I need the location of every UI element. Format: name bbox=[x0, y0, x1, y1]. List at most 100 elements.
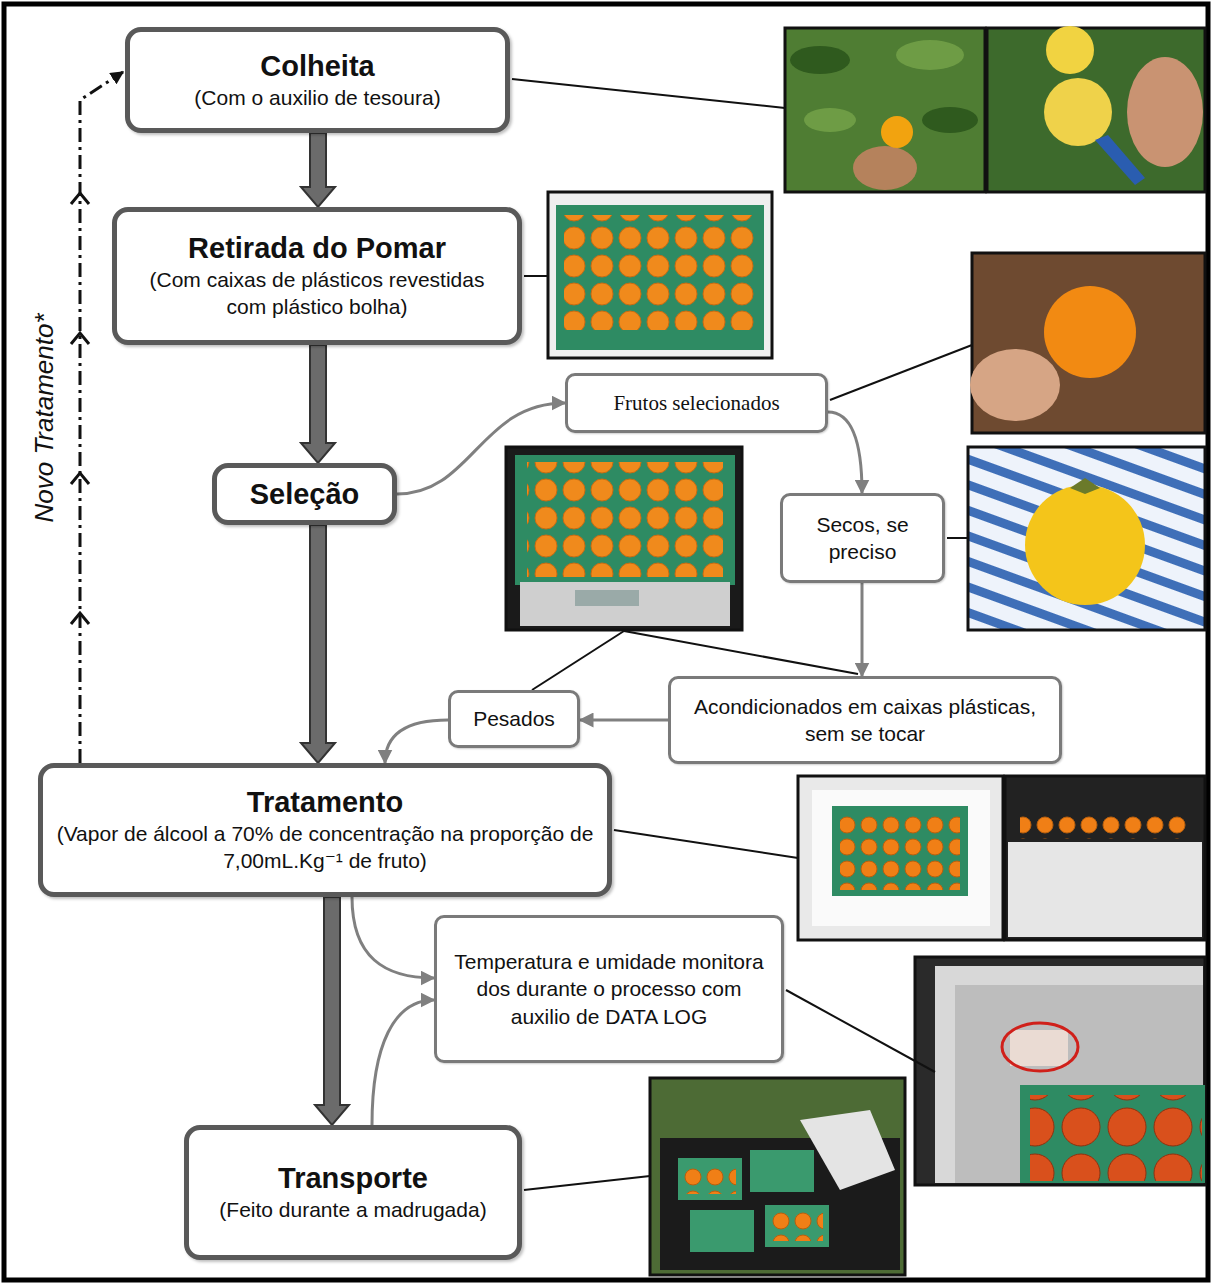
curved-arrow bbox=[397, 403, 565, 494]
block-arrow bbox=[315, 897, 349, 1125]
fruits bbox=[840, 812, 960, 890]
fruits bbox=[1020, 815, 1190, 839]
fruit bbox=[1044, 286, 1136, 378]
box-title: Transporte bbox=[278, 1161, 428, 1196]
leader-line bbox=[532, 631, 624, 690]
leader-line bbox=[524, 1176, 650, 1190]
photo-frame bbox=[548, 192, 772, 358]
leader-line bbox=[947, 537, 968, 539]
note-box: Temperatura e umidade monitora dos duran… bbox=[434, 915, 784, 1063]
box-text: (Vapor de álcool a 70% de concentração n… bbox=[55, 820, 595, 875]
leaf bbox=[922, 107, 978, 133]
scale-display bbox=[575, 590, 639, 606]
data-logger bbox=[1010, 1030, 1068, 1066]
box-text: Frutos selecionados bbox=[613, 390, 779, 416]
block-arrow-shape bbox=[301, 525, 335, 763]
step-box: Secos, se preciso bbox=[780, 493, 945, 583]
hand bbox=[1127, 57, 1203, 167]
step-box: Frutos selecionados bbox=[565, 373, 828, 433]
outer-frame bbox=[4, 4, 1208, 1280]
curved-arrow bbox=[385, 720, 448, 763]
connector-line bbox=[352, 897, 434, 978]
box-text: Pesados bbox=[473, 705, 555, 732]
treatment-photo bbox=[798, 776, 1205, 940]
curved-arrow bbox=[580, 720, 668, 721]
box-text: (Com o auxilio de tesoura) bbox=[194, 84, 440, 111]
hand bbox=[970, 349, 1060, 421]
crate bbox=[690, 1210, 754, 1252]
leader-line bbox=[524, 275, 548, 277]
box-text: (Feito durante a madrugada) bbox=[219, 1196, 486, 1223]
leaf bbox=[790, 46, 850, 74]
box-title: Seleção bbox=[250, 477, 360, 512]
fruit bbox=[1046, 26, 1094, 74]
block-arrow-shape bbox=[315, 897, 349, 1125]
leaf bbox=[896, 40, 964, 70]
dashed-return-arrow bbox=[71, 72, 123, 763]
leaf bbox=[804, 108, 856, 132]
curved-arrow bbox=[352, 897, 434, 978]
crate bbox=[1020, 1085, 1205, 1183]
cloth-cover bbox=[800, 1110, 895, 1190]
scale-photo bbox=[506, 447, 742, 630]
fruits bbox=[527, 462, 723, 577]
scale bbox=[520, 582, 730, 626]
fruit-in-hand-photo bbox=[970, 253, 1205, 433]
photo-frame bbox=[506, 447, 742, 630]
crate bbox=[765, 1205, 829, 1247]
photo-frame bbox=[785, 28, 985, 192]
curved-arrow bbox=[372, 1000, 434, 1125]
fruits bbox=[771, 1211, 823, 1241]
connector-line bbox=[397, 403, 565, 494]
crate bbox=[515, 455, 735, 585]
leader-line bbox=[624, 631, 858, 674]
box-text: Secos, se preciso bbox=[793, 511, 932, 566]
leader-line bbox=[512, 79, 785, 108]
box-wall bbox=[935, 966, 1203, 1183]
hand bbox=[853, 146, 917, 190]
process-box: Colheita(Com o auxilio de tesoura) bbox=[125, 27, 510, 133]
scissors bbox=[1095, 135, 1145, 185]
connector-line bbox=[80, 72, 123, 763]
photo-frame bbox=[798, 776, 1003, 940]
connector-line bbox=[580, 719, 668, 722]
connector-line bbox=[372, 1000, 434, 1125]
leader-line bbox=[786, 990, 935, 1072]
box-interior bbox=[955, 985, 1203, 1183]
fruits bbox=[684, 1164, 736, 1194]
process-box: Seleção bbox=[212, 463, 397, 525]
direction-chevron bbox=[71, 333, 89, 344]
process-box: Retirada do Pomar(Com caixas de plástico… bbox=[112, 207, 522, 345]
connector-line bbox=[861, 583, 864, 676]
box-title: Colheita bbox=[260, 49, 374, 84]
photo-frame bbox=[1005, 776, 1205, 940]
step-box: Pesados bbox=[448, 690, 580, 748]
connector-line bbox=[385, 720, 448, 763]
block-arrow-shape bbox=[301, 133, 335, 207]
fruit bbox=[881, 116, 913, 148]
box-text: (Com caixas de plásticos revestidas com … bbox=[129, 266, 505, 321]
dried-fruit-photo bbox=[968, 447, 1205, 630]
block-arrow bbox=[301, 345, 335, 463]
highlight-ellipse bbox=[1002, 1023, 1078, 1071]
photo-frame bbox=[968, 447, 1205, 630]
process-box: Tratamento(Vapor de álcool a 70% de conc… bbox=[38, 763, 612, 897]
leader-line bbox=[614, 830, 798, 858]
box-title: Retirada do Pomar bbox=[188, 231, 446, 266]
box-text: Temperatura e umidade monitora dos duran… bbox=[447, 948, 771, 1030]
box-title: Tratamento bbox=[247, 785, 403, 820]
fruit bbox=[1025, 485, 1145, 605]
photo-frame bbox=[650, 1078, 905, 1275]
photo-frame bbox=[987, 28, 1205, 192]
fruits bbox=[564, 215, 756, 330]
direction-chevron bbox=[71, 613, 89, 624]
step-box: Acondicionados em caixas plásticas, sem … bbox=[668, 676, 1062, 764]
edge-label: Novo Tratamento* bbox=[29, 310, 60, 525]
crate bbox=[678, 1158, 742, 1200]
block-arrow bbox=[301, 133, 335, 207]
harvest-photo bbox=[785, 26, 1205, 192]
fruit-stem bbox=[1070, 478, 1100, 494]
transport-photo bbox=[650, 1078, 905, 1275]
box-text: Acondicionados em caixas plásticas, sem … bbox=[681, 693, 1049, 748]
